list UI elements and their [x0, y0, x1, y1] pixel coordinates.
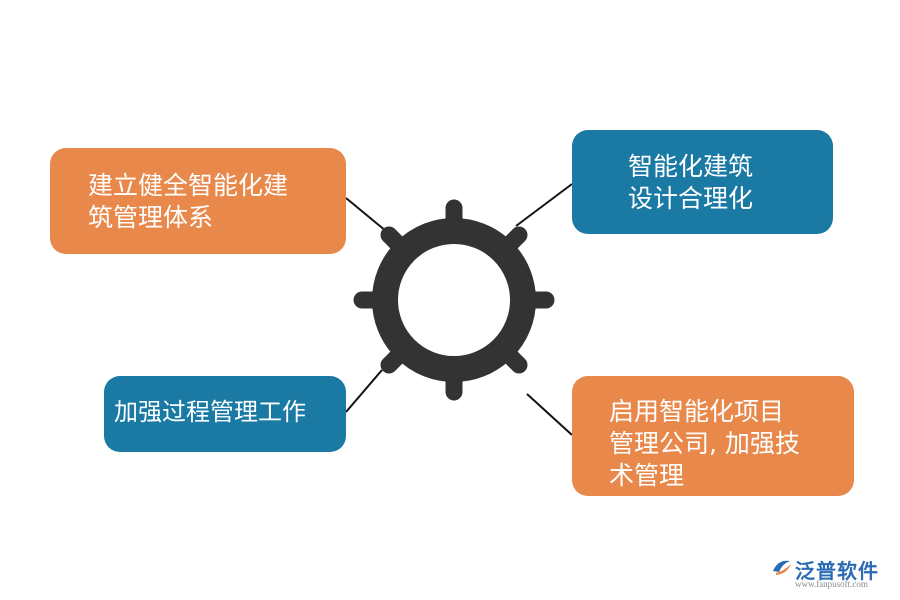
box-bottom-right-line-3: 术管理 [609, 461, 685, 490]
connector-bottom-right [526, 393, 573, 436]
box-bottom-right-line-2: 管理公司, 加强技 [609, 429, 800, 458]
box-bottom-right-line-1: 启用智能化项目 [609, 397, 785, 426]
connector-top-right [515, 183, 573, 227]
connector-bottom-left [345, 369, 383, 413]
box-top-left-line-2: 筑管理体系 [88, 203, 214, 232]
logo-url: www.fanpusoft.com [795, 579, 868, 589]
box-top-right: 智能化建筑 设计合理化 [572, 130, 833, 234]
box-top-right-line-2: 设计合理化 [628, 184, 754, 213]
logo-mark-icon [773, 560, 791, 575]
logo-name: 泛普软件 [795, 559, 879, 583]
brand-logo: 泛普软件 www.fanpusoft.com [770, 553, 895, 593]
box-top-right-line-1: 智能化建筑 [628, 152, 754, 181]
box-top-left-line-1: 建立健全智能化建 [88, 171, 289, 200]
box-top-left: 建立健全智能化建 筑管理体系 [50, 148, 346, 254]
gear-icon [353, 199, 555, 401]
box-bottom-left: 加强过程管理工作 [104, 376, 346, 452]
box-bottom-right: 启用智能化项目 管理公司, 加强技 术管理 [572, 376, 854, 496]
box-bottom-left-line-1: 加强过程管理工作 [114, 398, 306, 426]
